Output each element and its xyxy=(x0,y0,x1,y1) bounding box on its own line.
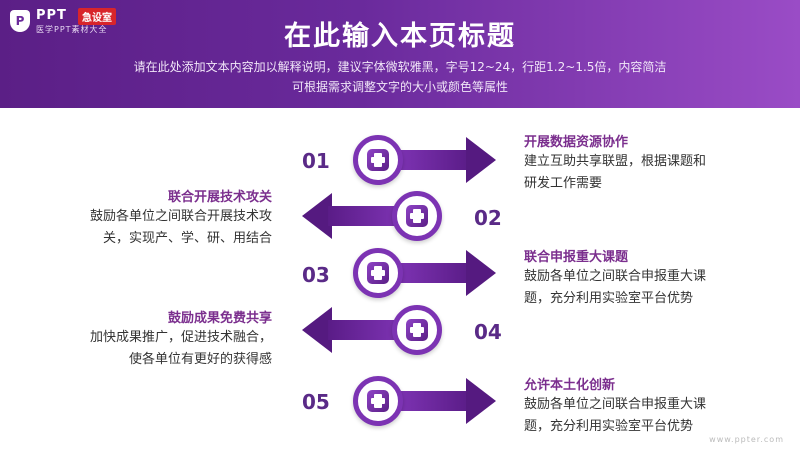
brand-name: PPT xyxy=(36,8,67,23)
ambulance-icon xyxy=(406,319,428,341)
brand-tag: 急设室 xyxy=(78,8,116,25)
step-text-01-line1: 建立互助共享联盟，根据课题和 xyxy=(524,154,707,169)
brand-logo-icon: P xyxy=(10,10,30,32)
step-text-04-line2: 使各单位有更好的获得感 xyxy=(128,352,272,367)
step-text-04-line1: 加快成果推广，促进技术融合， xyxy=(89,330,272,345)
document-icon xyxy=(406,205,428,227)
step-circle-03 xyxy=(353,248,403,298)
header-banner: P PPT 急设室 医学PPT素材大全 在此输入本页标题 请在此处添加文本内容加… xyxy=(0,0,800,108)
step-number-04: 04 xyxy=(474,320,502,344)
step-circle-05 xyxy=(353,376,403,426)
refresh-icon xyxy=(367,262,389,284)
medical-kit-icon xyxy=(367,149,389,171)
step-title-04: 鼓励成果免费共享 xyxy=(167,311,272,326)
step-number-01: 01 xyxy=(302,149,330,173)
step-text-02-line1: 鼓励各单位之间联合开展技术攻 xyxy=(89,209,272,224)
step-text-03-line1: 鼓励各单位之间联合申报重大课 xyxy=(524,269,707,284)
step-title-03: 联合申报重大课题 xyxy=(524,250,629,265)
step-circle-04 xyxy=(392,305,442,355)
step-number-02: 02 xyxy=(474,206,502,230)
step-text-03-line2: 题，充分利用实验室平台优势 xyxy=(524,291,694,306)
brand-subtitle: 医学PPT素材大全 xyxy=(36,25,108,34)
page-subtitle-line2: 可根据需求调整文字的大小或颜色等属性 xyxy=(291,80,508,94)
page-title: 在此输入本页标题 xyxy=(284,21,516,52)
watermark: www.ppter.com xyxy=(709,435,784,444)
page-subtitle-line1: 请在此处添加文本内容加以解释说明，建议字体微软雅黑，字号12~24，行距1.2~… xyxy=(133,60,667,74)
step-circle-01 xyxy=(353,135,403,185)
step-number-05: 05 xyxy=(302,390,330,414)
step-circle-02 xyxy=(392,191,442,241)
step-text-05-line1: 鼓励各单位之间联合申报重大课 xyxy=(524,397,707,412)
step-text-02-line2: 关，实现产、学、研、用结合 xyxy=(102,231,272,246)
step-title-05: 允许本土化创新 xyxy=(524,378,616,393)
step-number-03: 03 xyxy=(302,263,330,287)
step-title-02: 联合开展技术攻关 xyxy=(167,190,272,205)
step-title-01: 开展数据资源协作 xyxy=(524,135,629,150)
step-text-05-line2: 题，充分利用实验室平台优势 xyxy=(524,419,694,434)
medical-kit-icon xyxy=(367,390,389,412)
step-text-01-line2: 研发工作需要 xyxy=(524,176,603,191)
